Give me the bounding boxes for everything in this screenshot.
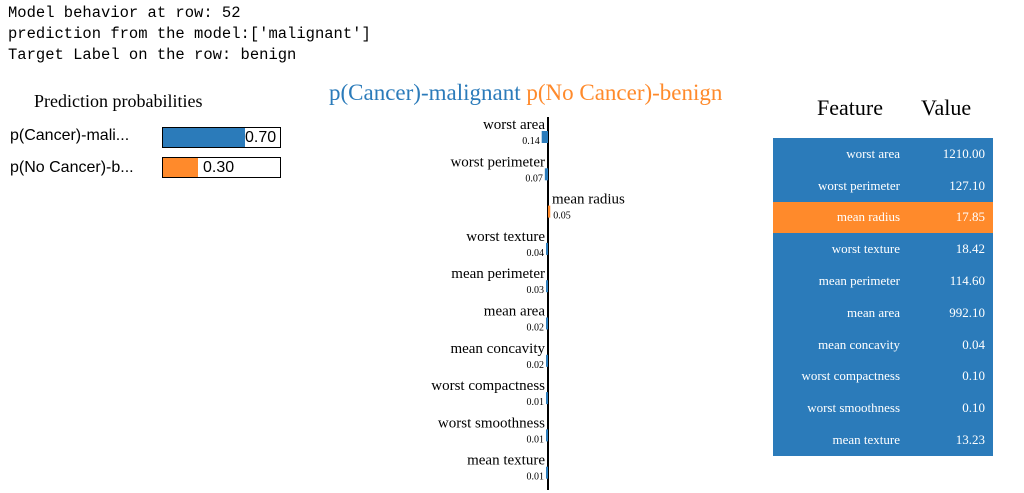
- table-header-value: Value: [921, 95, 972, 120]
- bar-label-mean-concavity: mean concavity: [450, 341, 545, 357]
- bar-value-mean-area: 0.02: [527, 323, 545, 334]
- table-row: worst smoothness 0.10: [773, 392, 993, 425]
- table-cell-value: 0.10: [962, 400, 985, 416]
- header-row-line: Model behavior at row: 52: [8, 4, 241, 22]
- prob-value-benign: 0.30: [203, 159, 235, 176]
- bar-label-worst-smoothness: worst smoothness: [438, 415, 545, 431]
- chart-legend: p(Cancer)-malignant p(No Cancer)-benign: [329, 80, 722, 106]
- table-cell-value: 992.10: [949, 304, 985, 320]
- table-row: mean area 992.10: [773, 296, 993, 329]
- bar-worst-area: [541, 131, 548, 143]
- table-row: worst compactness 0.10: [773, 360, 993, 393]
- bar-label-mean-area: mean area: [484, 304, 546, 320]
- legend-negative-class: p(No Cancer)-benign: [526, 80, 723, 105]
- table-row: worst texture 18.42: [773, 233, 993, 266]
- table-cell-feature: worst perimeter: [818, 177, 900, 193]
- table-cell-feature: mean area: [846, 304, 900, 320]
- bar-mean-texture: [546, 466, 548, 479]
- bar-label-mean-perimeter: mean perimeter: [451, 266, 545, 282]
- bar-label-mean-texture: mean texture: [467, 453, 545, 469]
- bar-value-worst-area: 0.14: [522, 136, 540, 147]
- header-target-line: Target Label on the row: benign: [8, 46, 297, 64]
- table-header-feature: Feature: [817, 95, 883, 120]
- bar-value-worst-perimeter: 0.07: [525, 173, 543, 184]
- table-row: mean concavity 0.04: [773, 328, 993, 361]
- header-prediction-line: prediction from the model:['malignant']: [8, 25, 371, 43]
- prob-bar-malignant: 0.70: [162, 127, 281, 148]
- bar-value-mean-radius: 0.05: [553, 211, 571, 222]
- table-row: mean perimeter 114.60: [773, 265, 993, 297]
- table-row: mean texture 13.23: [773, 424, 993, 456]
- bar-mean-radius: [548, 205, 551, 218]
- table-cell-value: 0.04: [962, 336, 985, 352]
- bar-value-worst-smoothness: 0.01: [527, 434, 545, 445]
- table-cell-value: 0.10: [962, 368, 985, 384]
- legend-positive-class: p(Cancer)-malignant: [329, 80, 521, 105]
- table-cell-value: 17.85: [955, 209, 985, 225]
- bar-worst-texture: [546, 242, 548, 255]
- model-behavior-header: Model behavior at row: 52 prediction from…: [8, 3, 371, 66]
- prob-bar-fill-malignant: [163, 128, 245, 147]
- table-cell-value: 1210.00: [942, 145, 985, 161]
- prob-bar-fill-benign: [163, 158, 198, 177]
- prob-label-malignant: p(Cancer)-mali...: [10, 127, 130, 144]
- table-cell-value: 13.23: [955, 432, 985, 448]
- table-cell-feature: mean perimeter: [818, 273, 900, 289]
- prob-bar-benign: 0.30: [162, 157, 281, 178]
- table-cell-feature: worst area: [846, 145, 900, 161]
- table-row: worst perimeter 127.10: [773, 169, 993, 202]
- bar-value-worst-texture: 0.04: [527, 248, 545, 259]
- table-cell-value: 127.10: [949, 177, 985, 193]
- bar-value-worst-compactness: 0.01: [527, 397, 545, 408]
- bar-label-worst-texture: worst texture: [466, 229, 545, 245]
- table-row: mean radius 17.85: [773, 201, 993, 234]
- prob-value-malignant: 0.70: [245, 129, 277, 146]
- bar-value-mean-concavity: 0.02: [527, 360, 545, 371]
- bar-label-worst-perimeter: worst perimeter: [450, 154, 545, 170]
- bar-value-mean-texture: 0.01: [527, 472, 545, 483]
- table-cell-feature: worst compactness: [801, 368, 900, 384]
- feature-value-table: worst area 1210.00 worst perimeter 127.10 me…: [773, 138, 993, 456]
- table-cell-feature: mean concavity: [818, 336, 900, 352]
- prob-label-benign: p(No Cancer)-b...: [10, 159, 134, 176]
- bar-mean-concavity: [546, 354, 548, 367]
- prediction-probabilities-title: Prediction probabilities: [34, 91, 203, 111]
- bar-label-worst-compactness: worst compactness: [431, 378, 545, 394]
- bar-worst-perimeter: [544, 168, 548, 181]
- table-cell-feature: mean texture: [832, 432, 901, 448]
- bar-value-mean-perimeter: 0.03: [527, 285, 545, 296]
- bar-worst-smoothness: [546, 429, 548, 442]
- table-row: worst area 1210.00: [773, 138, 993, 170]
- bar-worst-compactness: [546, 392, 548, 405]
- table-cell-feature: mean radius: [836, 209, 900, 225]
- table-cell-feature: worst texture: [831, 241, 900, 257]
- table-cell-value: 18.42: [955, 241, 985, 257]
- bar-mean-area: [546, 317, 548, 330]
- bar-label-mean-radius: mean radius: [552, 192, 625, 208]
- table-cell-feature: worst smoothness: [807, 400, 900, 416]
- table-cell-value: 114.60: [949, 273, 985, 289]
- bar-mean-perimeter: [546, 280, 548, 293]
- bar-label-worst-area: worst area: [483, 117, 545, 133]
